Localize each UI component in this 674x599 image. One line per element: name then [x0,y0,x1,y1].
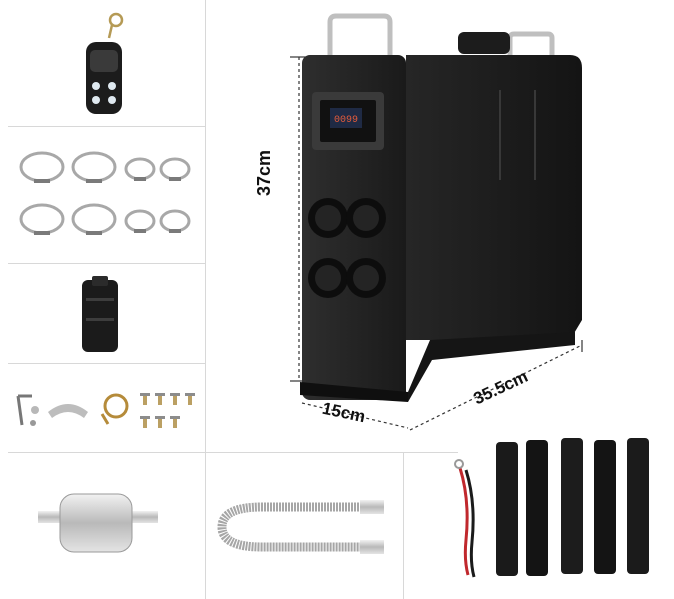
wiring-and-tubes-icon [454,438,649,578]
mounting-hardware-icon [16,393,195,428]
grid-divider-h2 [8,263,205,264]
grid-divider-h4 [8,452,458,453]
hose-clamp-icon [19,151,191,235]
dimension-lines [290,56,583,431]
air-filter-icon [82,276,118,352]
exhaust-muffler-icon [38,493,158,553]
grid-divider-vertical-bottom [403,452,404,599]
grid-divider-vertical-left [205,0,206,599]
grid-divider-h3 [8,363,205,364]
display-readout: 0099 [334,115,358,126]
height-dimension-label: 37cm [254,149,274,196]
grid-divider-h1 [8,126,205,127]
exhaust-pipe-icon [217,500,384,554]
remote-control-icon [86,12,124,114]
diesel-heater-icon: 0099 [300,13,582,402]
